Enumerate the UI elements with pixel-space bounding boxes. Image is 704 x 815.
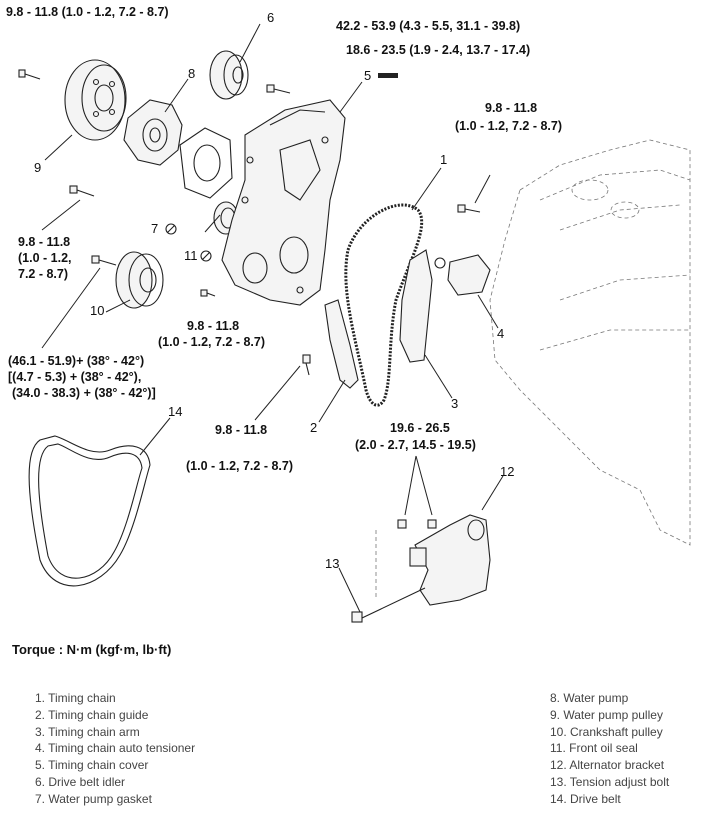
water-pump-pulley bbox=[64, 59, 127, 141]
callout-number: 7 bbox=[151, 221, 158, 236]
bolt-icon bbox=[69, 185, 95, 197]
callout-number: 9 bbox=[34, 160, 41, 175]
torque-label: (1.0 - 1.2, 7.2 - 8.7) bbox=[186, 459, 293, 473]
legend-item: 7. Water pump gasket bbox=[35, 791, 152, 806]
torque-label: [(4.7 - 5.3) + (38° - 42°), bbox=[8, 370, 141, 384]
timing-chain-arm bbox=[399, 249, 433, 363]
legend-item: 10. Crankshaft pulley bbox=[550, 724, 663, 739]
callout-number: 11 bbox=[184, 248, 198, 263]
timing-chain-auto-tensioner bbox=[434, 254, 491, 296]
torque-label: 19.6 - 26.5 bbox=[390, 421, 450, 435]
legend-item: 9. Water pump pulley bbox=[550, 707, 663, 722]
legend-item: 14. Drive belt bbox=[550, 791, 621, 806]
no-reuse-icon bbox=[200, 250, 212, 262]
timing-chain-guide bbox=[324, 299, 359, 389]
bolt-icon bbox=[266, 84, 291, 94]
callout-number: 8 bbox=[188, 66, 195, 81]
drive-belt bbox=[28, 435, 151, 587]
exploded-view-diagram: 9.8 - 11.8 (1.0 - 1.2, 7.2 - 8.7) 42.2 -… bbox=[6, 5, 691, 623]
torque-units-heading: Torque : N·m (kgf·m, lb·ft) bbox=[12, 642, 172, 657]
bolt-icon bbox=[302, 354, 311, 376]
torque-label: (1.0 - 1.2, bbox=[18, 251, 72, 265]
parts-legend-right: 8. Water pump 9. Water pump pulley 10. C… bbox=[550, 690, 669, 808]
torque-label: 9.8 - 11.8 bbox=[215, 423, 267, 437]
bolt-icon bbox=[427, 519, 437, 529]
torque-label: 9.8 - 11.8 bbox=[18, 235, 70, 249]
legend-item: 2. Timing chain guide bbox=[35, 707, 149, 722]
tension-adjust-bolt bbox=[351, 587, 426, 623]
timing-chain bbox=[344, 203, 424, 407]
water-pump bbox=[123, 99, 183, 166]
torque-label: 9.8 - 11.8 bbox=[485, 101, 537, 115]
callout-number: 6 bbox=[267, 10, 274, 25]
sealant-icon bbox=[378, 73, 398, 78]
legend-item: 13. Tension adjust bolt bbox=[550, 774, 670, 789]
callout-number: 3 bbox=[451, 396, 458, 411]
legend-item: 11. Front oil seal bbox=[550, 741, 638, 756]
legend-item: 1. Timing chain bbox=[35, 691, 116, 705]
drive-belt-idler bbox=[209, 50, 249, 100]
torque-label: 9.8 - 11.8 bbox=[187, 319, 239, 333]
legend-item: 12. Alternator bracket bbox=[550, 758, 665, 773]
callout-number: 14 bbox=[168, 404, 182, 419]
parts-legend-left: 1. Timing chain 2. Timing chain guide 3.… bbox=[35, 690, 195, 808]
bolt-icon bbox=[200, 289, 216, 297]
legend-item: 4. Timing chain auto tensioner bbox=[35, 741, 196, 756]
alternator-bracket bbox=[409, 514, 491, 606]
torque-label: (1.0 - 1.2, 7.2 - 8.7) bbox=[455, 119, 562, 133]
callout-number: 12 bbox=[500, 464, 514, 479]
crankshaft-pulley bbox=[115, 251, 164, 309]
leader-lines bbox=[41, 23, 504, 613]
legend-item: 5. Timing chain cover bbox=[35, 758, 149, 773]
engine-block-outline bbox=[489, 139, 691, 546]
water-pump-gasket bbox=[179, 127, 233, 199]
torque-label: (1.0 - 1.2, 7.2 - 8.7) bbox=[158, 335, 265, 349]
bolt-icon bbox=[457, 204, 481, 213]
bolt-icon bbox=[18, 69, 41, 80]
bolt-icon bbox=[397, 519, 407, 529]
torque-label: (34.0 - 38.3) + (38° - 42°)] bbox=[12, 386, 156, 400]
torque-label: 18.6 - 23.5 (1.9 - 2.4, 13.7 - 17.4) bbox=[346, 43, 530, 57]
torque-label: 9.8 - 11.8 (1.0 - 1.2, 7.2 - 8.7) bbox=[6, 5, 169, 19]
torque-label: (2.0 - 2.7, 14.5 - 19.5) bbox=[355, 438, 476, 452]
torque-label: 7.2 - 8.7) bbox=[18, 267, 68, 281]
callout-number: 10 bbox=[90, 303, 104, 318]
legend-item: 3. Timing chain arm bbox=[35, 724, 140, 739]
bolt-icon bbox=[91, 255, 117, 266]
torque-label: (46.1 - 51.9)+ (38° - 42°) bbox=[8, 354, 144, 368]
callout-number: 5 bbox=[364, 68, 371, 83]
legend-item: 8. Water pump bbox=[550, 691, 629, 705]
callout-number: 1 bbox=[440, 152, 447, 167]
callout-number: 13 bbox=[325, 556, 339, 571]
torque-label: 42.2 - 53.9 (4.3 - 5.5, 31.1 - 39.8) bbox=[336, 19, 520, 33]
no-reuse-icon bbox=[165, 223, 177, 235]
legend-item: 6. Drive belt idler bbox=[35, 774, 126, 789]
callout-number: 2 bbox=[310, 420, 317, 435]
timing-chain-cover bbox=[221, 99, 346, 306]
callout-number: 4 bbox=[497, 326, 504, 341]
